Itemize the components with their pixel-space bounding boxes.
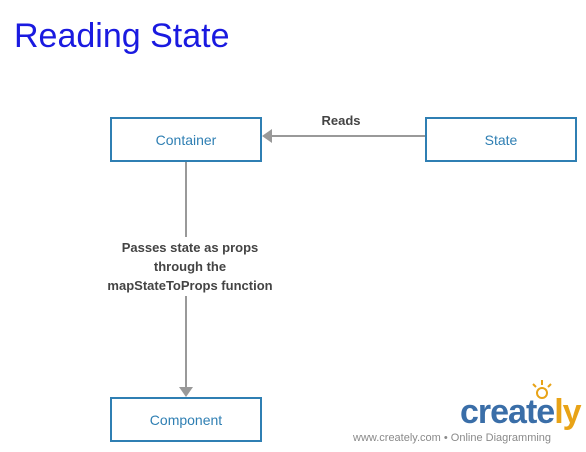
passes-label-line-3: mapStateToProps function — [107, 278, 273, 293]
logo-accent-text: ly — [554, 393, 581, 431]
passes-arrowhead — [179, 387, 193, 397]
diagram-title: Reading State — [14, 17, 230, 55]
state-node[interactable]: State — [425, 117, 577, 162]
creately-logo[interactable]: creately — [460, 393, 582, 432]
reads-edge-label: Reads — [316, 111, 366, 130]
component-node-label: Component — [149, 411, 223, 428]
container-node[interactable]: Container — [110, 117, 262, 162]
passes-label-line-1: Passes state as props — [121, 240, 259, 255]
passes-edge-label: Passes state as props through the mapSta… — [104, 237, 276, 296]
passes-label-line-2: through the — [153, 259, 227, 274]
lightbulb-icon — [532, 380, 552, 399]
reads-arrowhead — [262, 129, 272, 143]
container-node-label: Container — [155, 131, 217, 148]
state-node-label: State — [484, 131, 518, 148]
logo-main-text: create — [460, 393, 555, 431]
component-node[interactable]: Component — [110, 397, 262, 442]
footer-credit[interactable]: www.creately.com • Online Diagramming — [353, 432, 552, 444]
